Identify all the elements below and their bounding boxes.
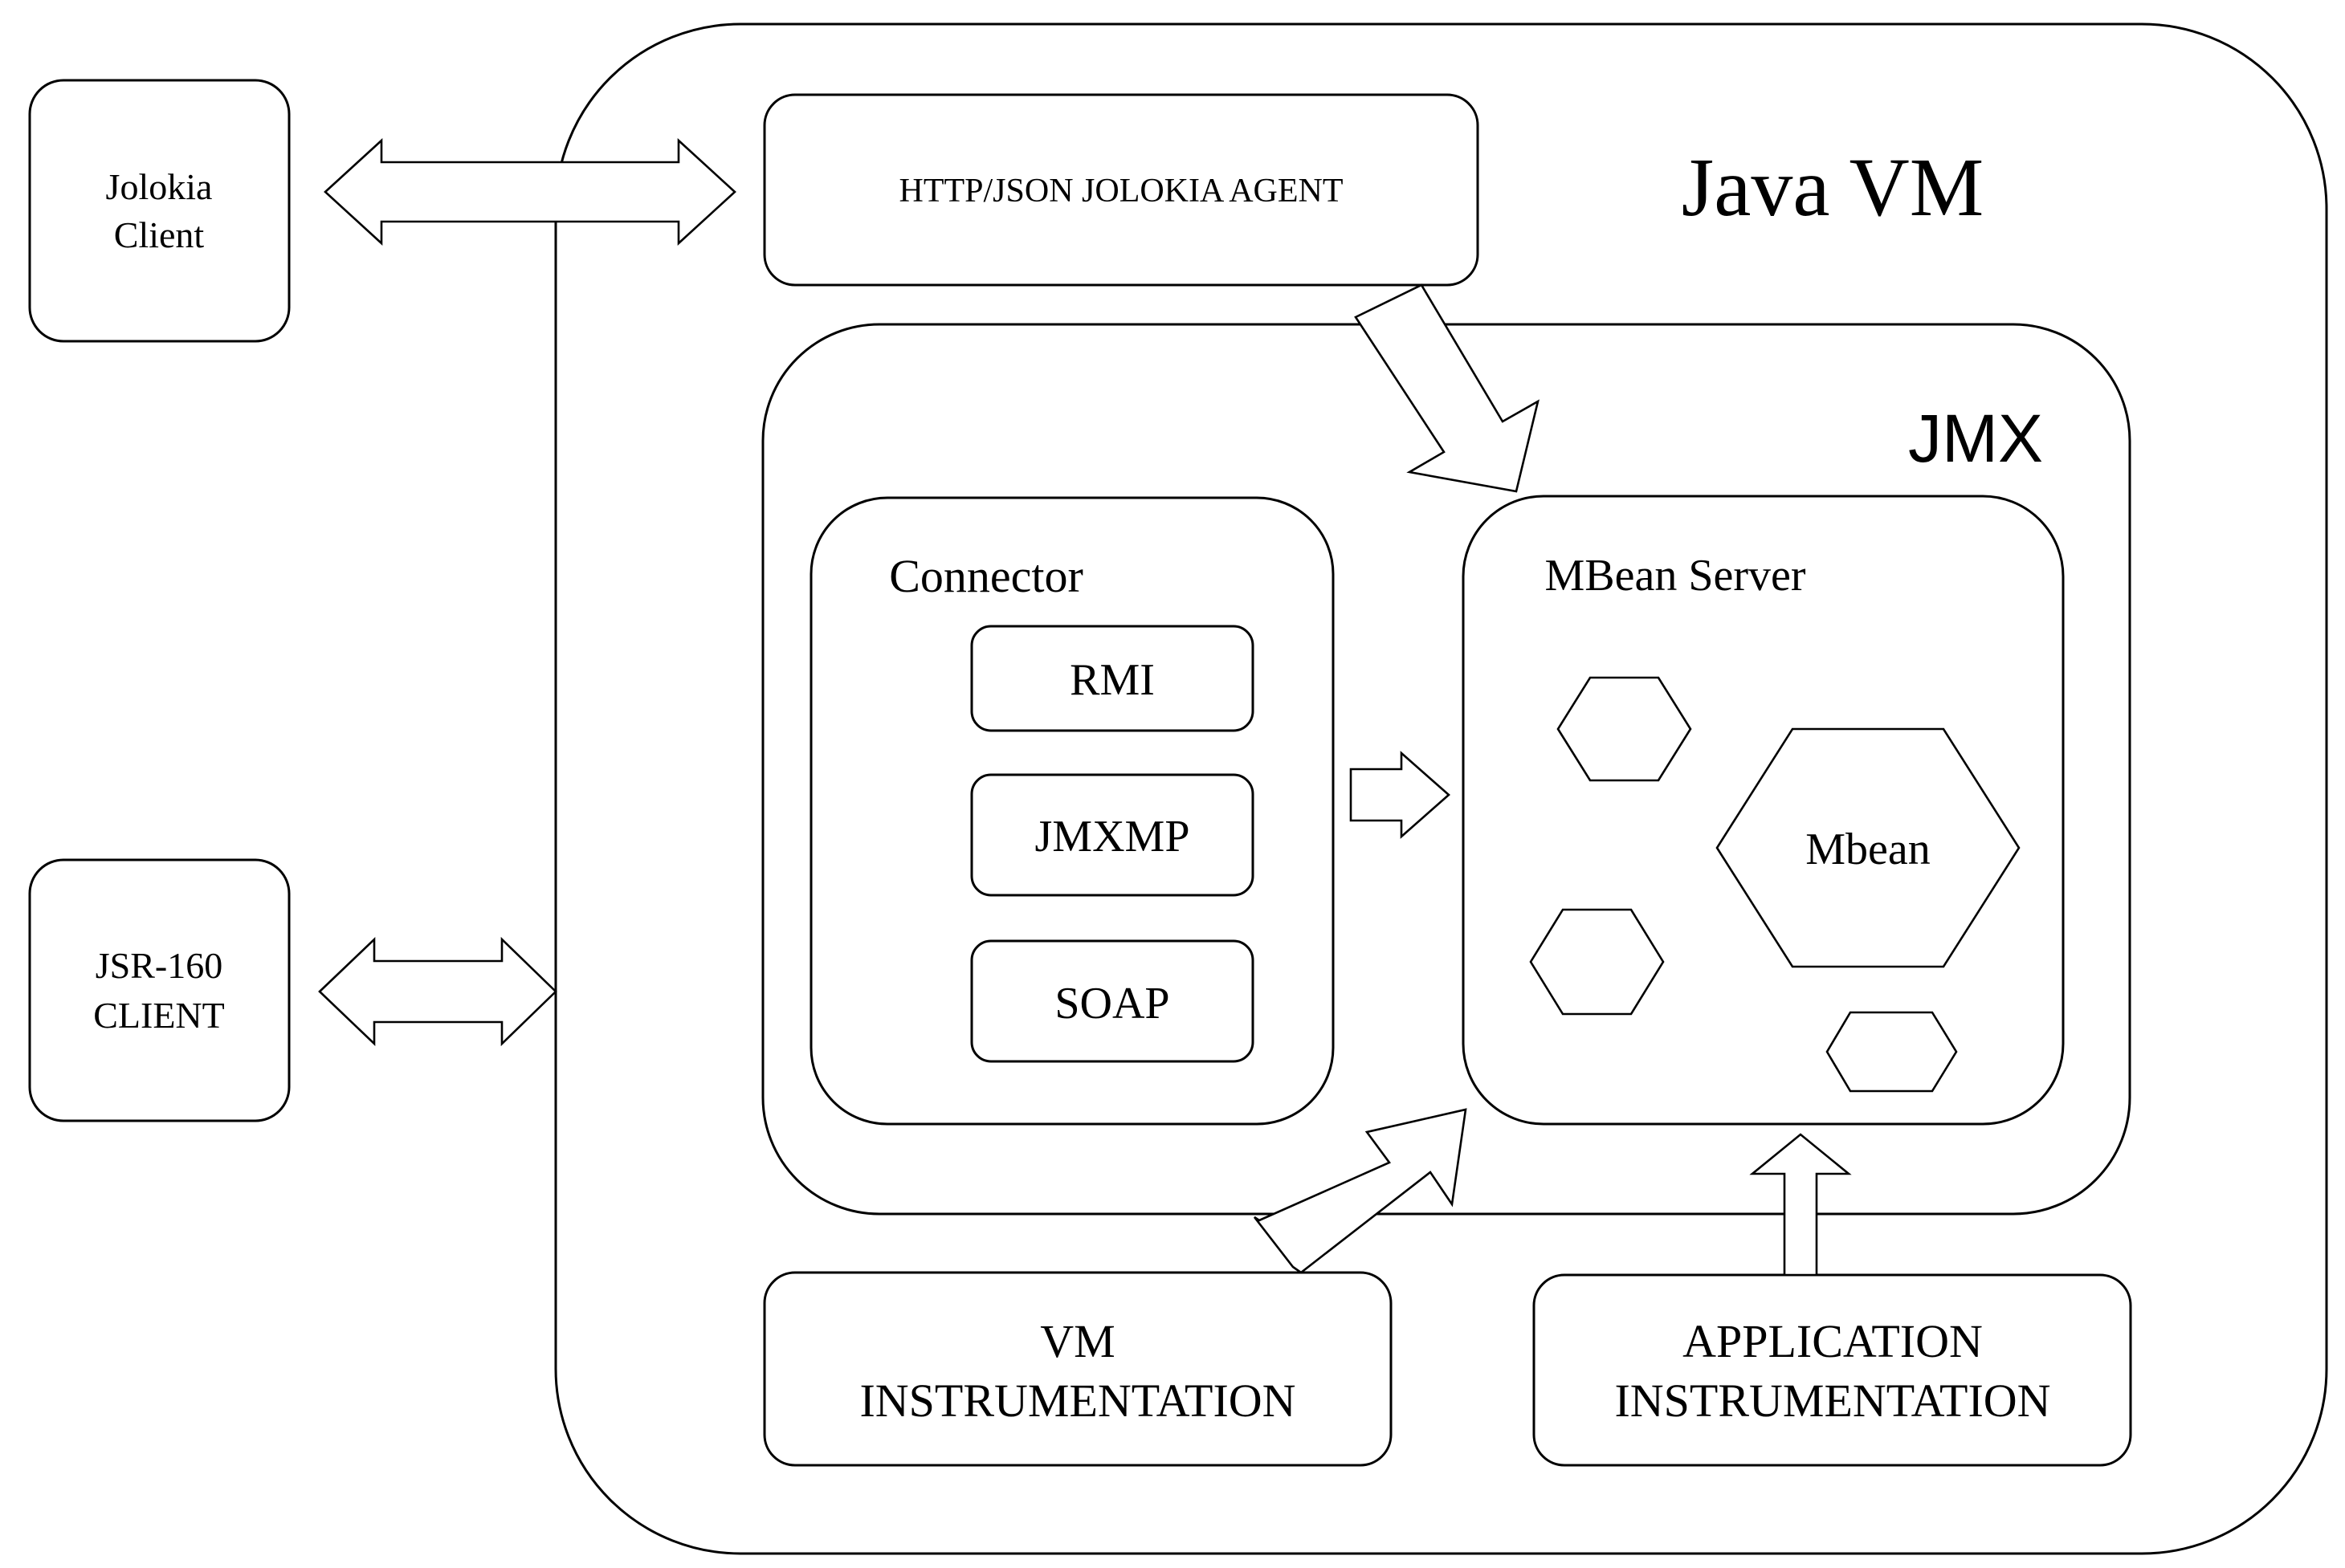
jolokia-agent-box: [763, 93, 1479, 287]
vm-instrumentation-line2: INSTRUMENTATION: [859, 1375, 1295, 1427]
jmx-container: [761, 323, 2131, 1216]
vm-instrumentation-box: [763, 1271, 1393, 1467]
connector-title: Connector: [889, 550, 1083, 602]
jmx-label: JMX: [1908, 401, 2043, 476]
connector-to-mbean-server-arrow: [1349, 751, 1450, 839]
jolokia-client-box: [28, 79, 291, 343]
agent-to-mbean-server-arrow: [1354, 283, 1540, 493]
jolokia-client-line1: Jolokia: [106, 166, 213, 207]
jsr160-client-line1: JSR-160: [96, 945, 222, 986]
soap-box: [970, 939, 1254, 1063]
app-instrumentation-line2: INSTRUMENTATION: [1614, 1375, 2050, 1427]
rmi-label: RMI: [1070, 655, 1155, 705]
jmxmp-label: JMXMP: [1035, 812, 1190, 861]
jolokia-double-arrow: [324, 138, 736, 246]
small-mbean-hexagon-3: [1825, 1011, 1958, 1093]
mbean-label: Mbean: [1805, 825, 1931, 874]
app-instrumentation-to-mbean-server-arrow: [1749, 1133, 1852, 1277]
jolokia-client-line2: Client: [114, 214, 205, 255]
mbean-server-title: MBean Server: [1544, 551, 1805, 601]
jsr160-client-box: [28, 858, 291, 1122]
small-mbean-hexagon-2: [1529, 908, 1665, 1016]
app-instrumentation-box: [1532, 1273, 2132, 1467]
java-vm-container: [554, 22, 2328, 1555]
vm-instrumentation-to-mbean-server-arrow: [1253, 1108, 1467, 1274]
java-vm-label: Java VM: [1682, 141, 1984, 234]
jmxmp-box: [970, 773, 1254, 897]
large-mbean-hexagon: [1715, 727, 2021, 968]
jolokia-agent-label: HTTP/JSON JOLOKIA AGENT: [899, 173, 1343, 210]
jsr160-double-arrow: [318, 936, 557, 1047]
small-mbean-hexagon-1: [1556, 676, 1692, 782]
rmi-box: [970, 625, 1254, 732]
app-instrumentation-line1: APPLICATION: [1682, 1315, 1983, 1367]
soap-label: SOAP: [1054, 979, 1169, 1028]
vm-instrumentation-line1: VM: [1040, 1315, 1115, 1367]
jsr160-client-line2: CLIENT: [93, 995, 225, 1036]
